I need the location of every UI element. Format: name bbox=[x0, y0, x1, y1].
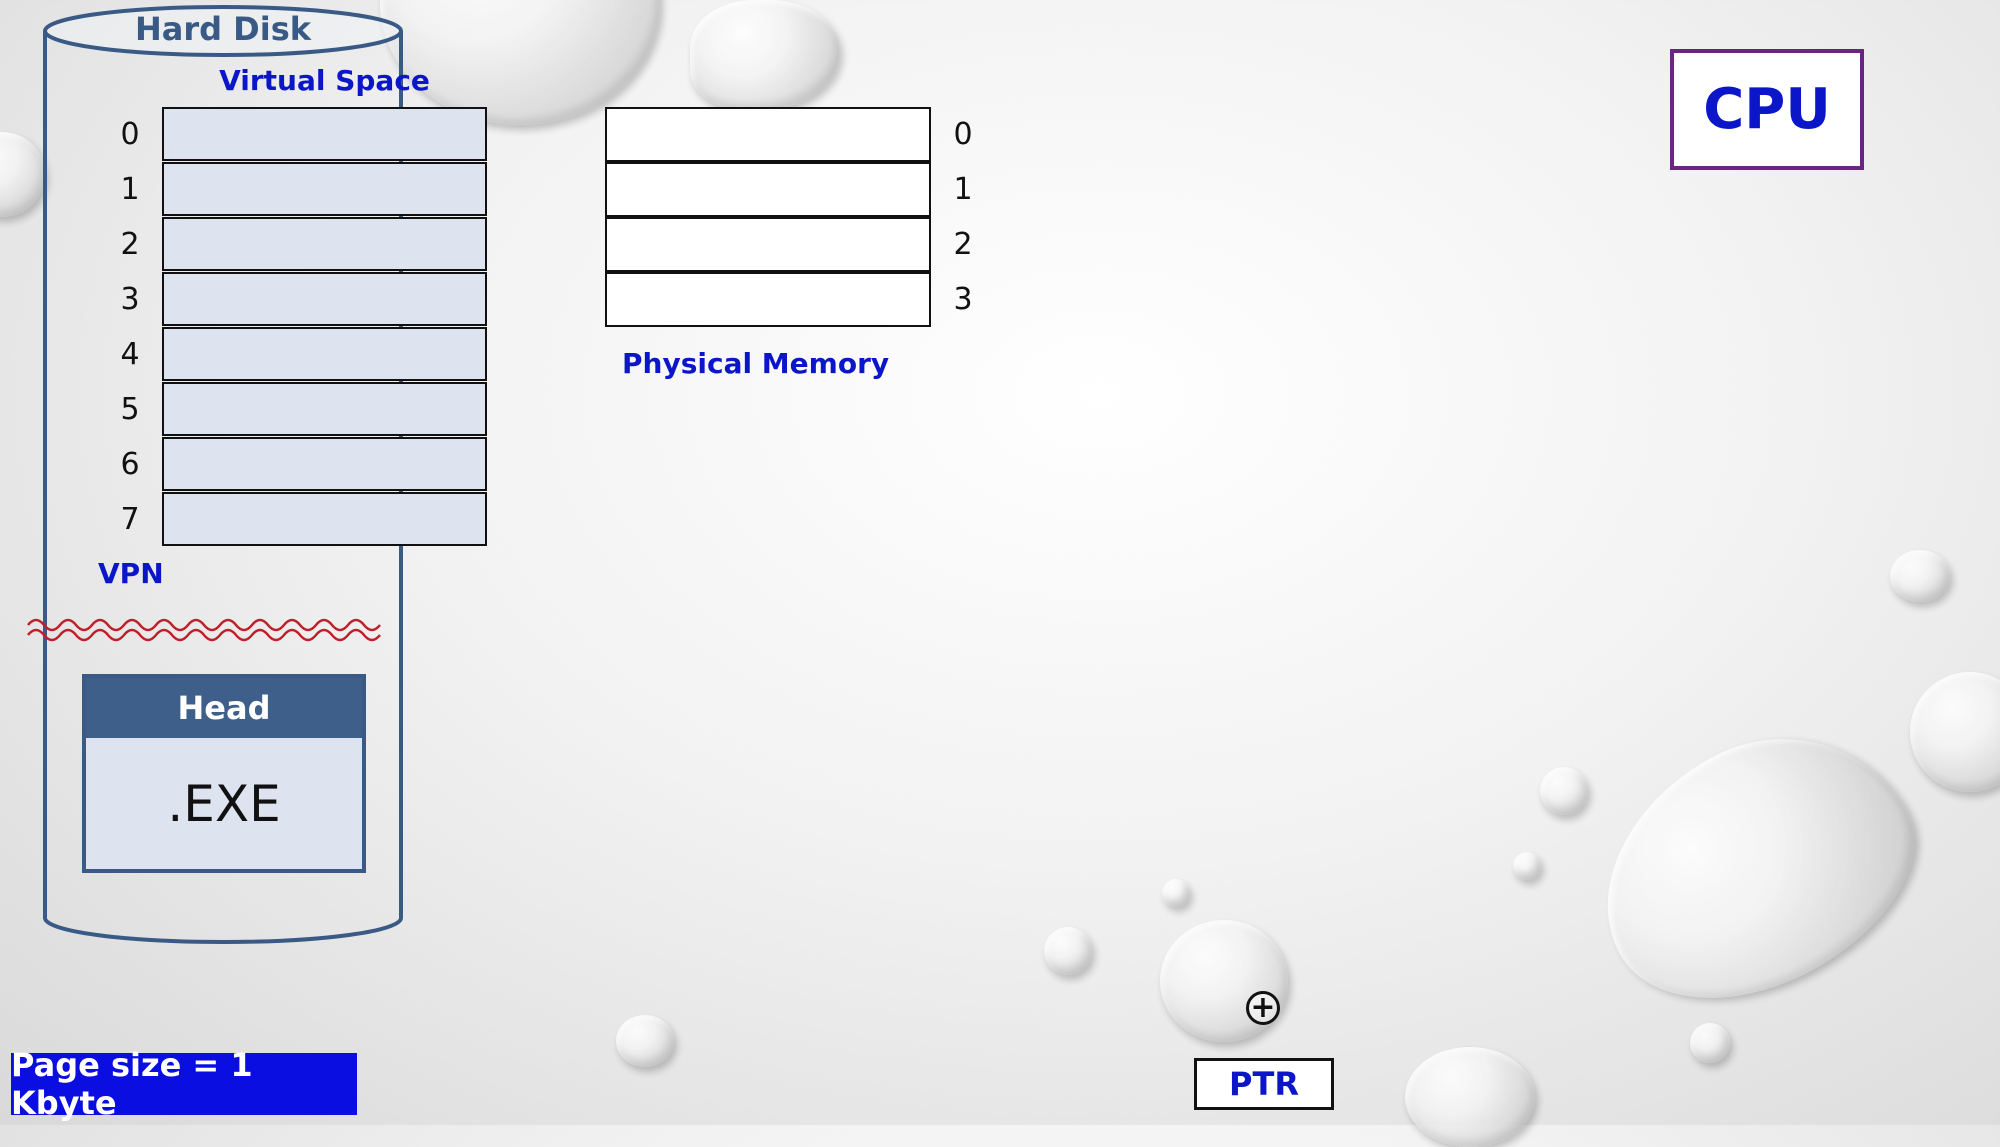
vpn-row-label: 4 bbox=[120, 337, 140, 372]
virtual-page-cell bbox=[162, 217, 487, 271]
virtual-page-cell bbox=[162, 162, 487, 216]
physical-frame-cell bbox=[605, 107, 931, 162]
water-drop bbox=[616, 1015, 674, 1067]
water-drop bbox=[1513, 852, 1541, 880]
water-drop bbox=[1910, 672, 2000, 792]
plus-circle-icon: + bbox=[1246, 991, 1280, 1025]
vpn-row-label: 3 bbox=[120, 282, 140, 317]
water-drop bbox=[1540, 767, 1588, 815]
water-drop bbox=[1890, 550, 1950, 602]
vpn-row-label: 2 bbox=[120, 227, 140, 262]
page-size-text: Page size = 1 Kbyte bbox=[11, 1046, 253, 1122]
vpn-row-label: 5 bbox=[120, 392, 140, 427]
virtual-page-cell bbox=[162, 492, 487, 546]
wavy-break-line bbox=[27, 618, 381, 642]
water-drop bbox=[1162, 879, 1190, 907]
virtual-space-title: Virtual Space bbox=[219, 64, 430, 97]
physical-memory-title: Physical Memory bbox=[622, 347, 890, 380]
vpn-row-label: 1 bbox=[120, 172, 140, 207]
virtual-page-cell bbox=[162, 327, 487, 381]
vpn-row-label: 7 bbox=[120, 502, 140, 537]
cpu-label: CPU bbox=[1703, 77, 1831, 142]
virtual-page-cell bbox=[162, 107, 487, 161]
physical-frame-cell bbox=[605, 162, 931, 217]
hard-disk-title: Hard Disk bbox=[134, 10, 312, 48]
exe-file-box: Head .EXE bbox=[82, 674, 366, 873]
virtual-page-cell bbox=[162, 382, 487, 436]
frame-row-label: 0 bbox=[953, 117, 973, 152]
cpu-box: CPU bbox=[1670, 49, 1864, 170]
ptr-label: PTR bbox=[1229, 1065, 1299, 1103]
vpn-row-label: 0 bbox=[120, 117, 140, 152]
frame-row-label: 1 bbox=[953, 172, 973, 207]
vpn-row-label: 6 bbox=[120, 447, 140, 482]
water-drop bbox=[1044, 927, 1092, 975]
ptr-register-box: PTR bbox=[1194, 1058, 1334, 1110]
physical-frame-cell bbox=[605, 272, 931, 327]
physical-frame-cell bbox=[605, 217, 931, 272]
frame-row-label: 3 bbox=[953, 282, 973, 317]
frame-row-label: 2 bbox=[953, 227, 973, 262]
virtual-page-cell bbox=[162, 272, 487, 326]
virtual-page-cell bbox=[162, 437, 487, 491]
water-drop bbox=[690, 0, 840, 110]
page-size-banner: Page size = 1 Kbyte bbox=[11, 1046, 357, 1122]
vpn-label: VPN bbox=[98, 557, 164, 590]
exe-head-label: Head bbox=[86, 678, 362, 738]
water-drop bbox=[1690, 1023, 1730, 1063]
exe-body-label: .EXE bbox=[167, 774, 281, 833]
